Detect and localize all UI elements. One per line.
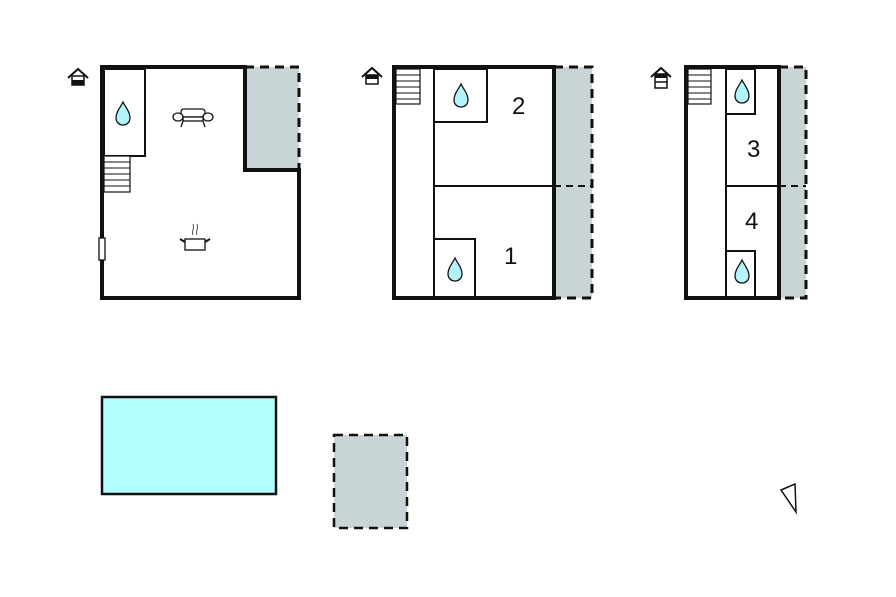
water-drop-icon: [734, 79, 750, 104]
sofa-icon: [172, 108, 214, 128]
balcony: [554, 67, 592, 298]
swimming-pool: [100, 395, 278, 496]
bathroom: [433, 68, 488, 123]
bathroom: [725, 250, 756, 299]
bedroom-2-label: 2: [512, 93, 525, 120]
covered-terrace: [245, 67, 299, 170]
water-drop-icon: [447, 257, 463, 282]
bathroom: [433, 238, 476, 299]
floor-second-icon: [650, 66, 672, 89]
first-floor: 2 1: [361, 65, 594, 300]
floor-first-icon: [361, 66, 383, 85]
stairs-icon: [103, 155, 131, 193]
bedroom-3-label: 3: [747, 136, 760, 163]
stairs-icon: [687, 68, 712, 105]
water-drop-icon: [734, 259, 750, 284]
north-arrow-icon: [779, 482, 797, 515]
second-floor: 3 4: [650, 65, 808, 300]
outdoor-terrace: [332, 433, 409, 530]
bathroom: [725, 68, 756, 115]
entrance-door-icon: [98, 237, 106, 261]
kitchen-pot-icon: [179, 223, 211, 251]
balcony: [779, 67, 806, 298]
floor-ground-icon: [67, 67, 89, 86]
water-drop-icon: [115, 101, 131, 126]
ground-floor-walls: [100, 65, 301, 300]
bedroom-1-label: 1: [504, 243, 517, 270]
stairs-icon: [395, 68, 421, 105]
bedroom-4-label: 4: [745, 208, 758, 235]
ground-floor: [67, 65, 301, 300]
water-drop-icon: [453, 83, 469, 108]
